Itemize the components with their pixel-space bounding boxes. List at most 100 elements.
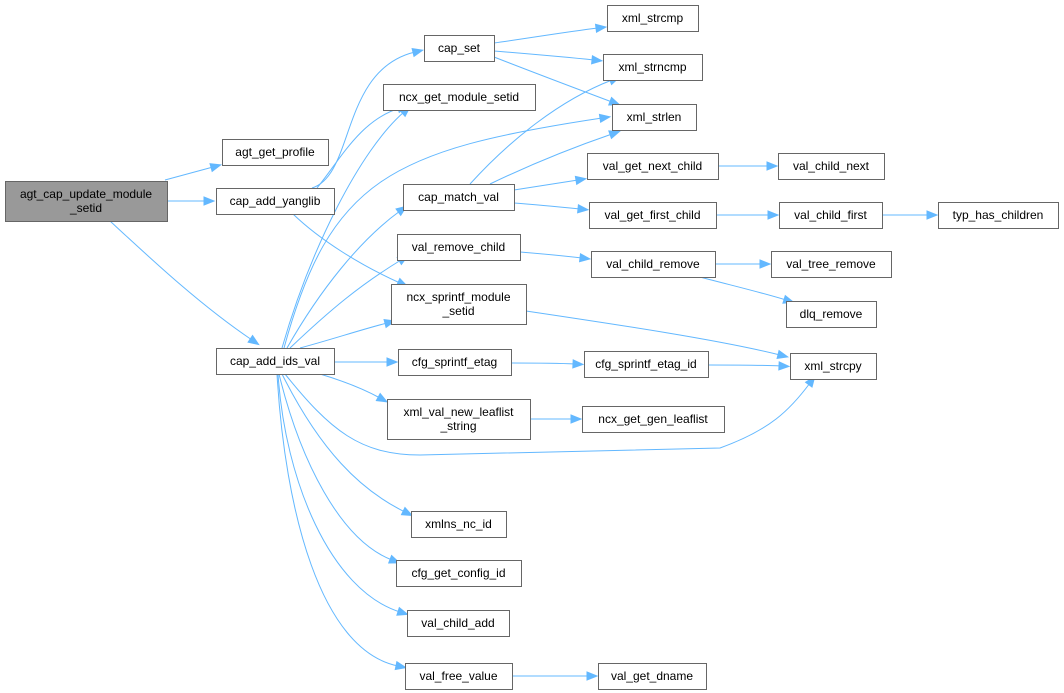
edge-cap_add_yanglib-to-ncx_sprintf_module_setid (292, 213, 409, 287)
arrowhead-icon (776, 349, 790, 359)
node-box (403, 184, 515, 211)
arrowhead-icon (411, 47, 425, 58)
arrowhead-icon (203, 196, 216, 206)
edge-cap_add_ids_val-to-xml_strlen (283, 113, 612, 349)
edge-line (164, 166, 214, 181)
node-xml-strcmp[interactable]: xml_strcmp (607, 5, 699, 32)
arrowhead-icon (375, 392, 389, 403)
node-val-child-next[interactable]: val_child_next (778, 153, 885, 180)
arrowhead-icon (608, 130, 621, 140)
node-box (598, 663, 707, 690)
node-box (603, 54, 703, 81)
node-val-remove-child[interactable]: val_remove_child (397, 234, 521, 261)
node-label: agt_cap_update_module (20, 187, 152, 201)
node-label: _string (439, 419, 476, 433)
edge-cap_set-to-xml_strcmp (493, 23, 608, 44)
node-label: val_get_first_child (604, 208, 700, 222)
edge-val_get_next_child-to-val_child_next (718, 161, 779, 171)
edge-cap_add_ids_val-to-xml_val_new_leaflist_string (319, 373, 389, 403)
arrowhead-icon (400, 506, 414, 517)
node-xml-strcpy[interactable]: xml_strcpy (790, 353, 877, 380)
node-typ-has-children[interactable]: typ_has_children (938, 202, 1059, 229)
edge-cap_add_ids_val-to-xmlns_nc_id (281, 373, 414, 517)
edges-layer (109, 23, 939, 681)
node-box (405, 663, 513, 690)
node-cfg-get-config-id[interactable]: cfg_get_config_id (396, 560, 522, 587)
arrowhead-icon (591, 55, 604, 65)
edge-cap_add_ids_val-to-val_free_value (276, 373, 408, 671)
node-box (216, 348, 335, 375)
arrowhead-icon (209, 163, 223, 173)
node-box (779, 202, 883, 229)
node-cap-set[interactable]: cap_set (424, 35, 495, 62)
node-label: xml_strlen (627, 110, 682, 124)
node-val-child-add[interactable]: val_child_add (407, 610, 510, 637)
node-agt-get-profile[interactable]: agt_get_profile (222, 139, 329, 166)
node-val-free-value[interactable]: val_free_value (405, 663, 513, 690)
node-box (790, 353, 877, 380)
arrowhead-icon (394, 660, 408, 671)
node-ncx-get-gen-leaflist[interactable]: ncx_get_gen_leaflist (582, 406, 725, 433)
nodes-layer: agt_cap_update_module_setid agt_get_profi… (5, 5, 1059, 690)
node-dlq-remove[interactable]: dlq_remove (786, 301, 877, 328)
node-val-child-first[interactable]: val_child_first (779, 202, 883, 229)
edge-cap_add_ids_val-to-ncx_sprintf_module_setid (299, 319, 397, 349)
edge-line (278, 373, 393, 561)
arrowhead-icon (594, 23, 608, 34)
node-agt-cap-update-module-setid[interactable]: agt_cap_update_module_setid (5, 181, 168, 222)
node-label: val_child_add (421, 616, 494, 630)
edge-line (493, 56, 613, 103)
node-xml-val-new-leaflist-string[interactable]: xml_val_new_leaflist_string (387, 399, 531, 440)
edge-cfg_sprintf_etag_id-to-xml_strcpy (707, 361, 791, 371)
node-label: ncx_get_gen_leaflist (598, 412, 708, 426)
node-box (222, 139, 329, 166)
node-cap-add-yanglib[interactable]: cap_add_yanglib (216, 188, 335, 215)
node-cfg-sprintf-etag-id[interactable]: cfg_sprintf_etag_id (584, 351, 709, 378)
node-cap-match-val[interactable]: cap_match_val (403, 184, 515, 211)
edge-val_child_remove-to-val_tree_remove (715, 259, 772, 269)
edge-line (510, 362, 576, 365)
arrowhead-icon (759, 259, 772, 269)
edge-line (519, 251, 583, 259)
edge-cap_match_val-to-xml_strlen (489, 130, 621, 185)
node-val-tree-remove[interactable]: val_tree_remove (771, 251, 892, 278)
node-cfg-sprintf-etag[interactable]: cfg_sprintf_etag (398, 349, 512, 376)
edge-agt_cap_update_module_setid-to-cap_add_ids_val (109, 220, 260, 346)
edge-line (493, 27, 599, 44)
node-box (391, 284, 527, 325)
arrowhead-icon (607, 96, 621, 106)
node-label: val_child_first (794, 208, 867, 222)
node-box (582, 406, 725, 433)
node-box (424, 35, 495, 62)
node-ncx-get-module-setid[interactable]: ncx_get_module_setid (383, 84, 536, 111)
node-xml-strlen[interactable]: xml_strlen (612, 104, 697, 131)
node-label: typ_has_children (953, 208, 1044, 222)
node-xmlns-nc-id[interactable]: xmlns_nc_id (411, 511, 507, 538)
node-cap-add-ids-val[interactable]: cap_add_ids_val (216, 348, 335, 375)
node-label: val_tree_remove (786, 257, 876, 271)
node-xml-strncmp[interactable]: xml_strncmp (603, 54, 703, 81)
node-label: xml_strcpy (804, 359, 861, 373)
edge-cap_match_val-to-val_get_first_child (513, 202, 590, 214)
edge-line (292, 213, 401, 284)
arrowhead-icon (767, 210, 780, 220)
node-box (398, 349, 512, 376)
arrowhead-icon (586, 671, 599, 681)
arrowhead-icon (926, 210, 939, 220)
node-val-get-next-child[interactable]: val_get_next_child (587, 153, 719, 180)
arrowhead-icon (778, 361, 791, 371)
edge-val_free_value-to-val_get_dname (511, 671, 599, 681)
edge-line (276, 373, 399, 667)
edge-line (299, 322, 388, 349)
node-ncx-sprintf-module-setid[interactable]: ncx_sprintf_module_setid (391, 284, 527, 325)
node-val-get-first-child[interactable]: val_get_first_child (589, 202, 717, 229)
edge-line (311, 51, 416, 189)
edge-line (699, 276, 787, 301)
edge-cap_set-to-xml_strncmp (493, 50, 604, 65)
node-label: ncx_sprintf_module (406, 290, 510, 304)
node-val-get-dname[interactable]: val_get_dname (598, 663, 707, 690)
node-val-child-remove[interactable]: val_child_remove (591, 251, 716, 278)
node-box (216, 188, 335, 215)
node-box (607, 5, 699, 32)
